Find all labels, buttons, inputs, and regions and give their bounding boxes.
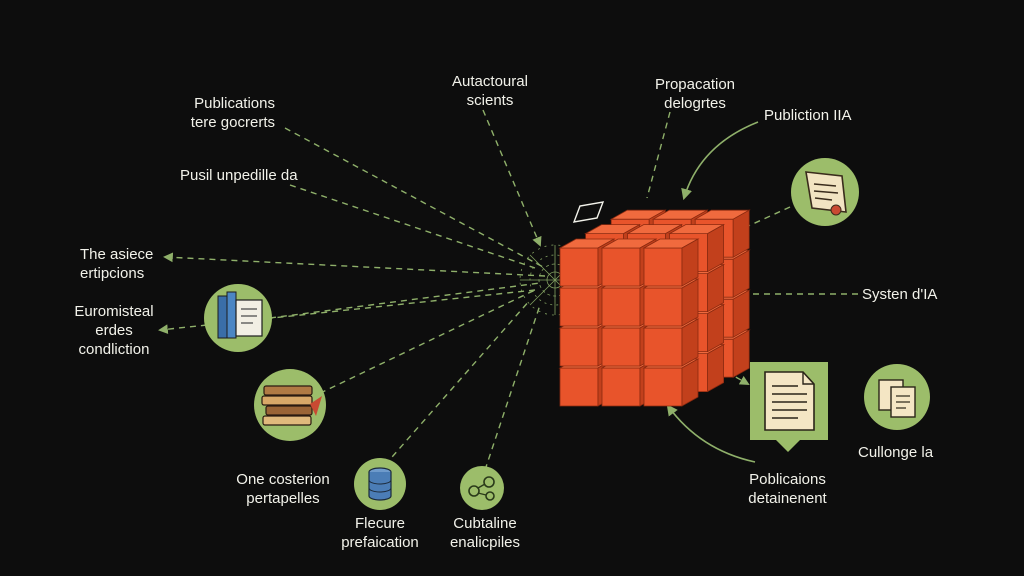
books-document-icon bbox=[204, 284, 272, 352]
certificate-scroll-icon bbox=[791, 158, 859, 226]
label-pusil-line1: Pusil unpedille da bbox=[180, 167, 298, 184]
book-stack-icon bbox=[254, 369, 326, 441]
label-systemia: Systen d'IA bbox=[862, 285, 937, 304]
label-pobicaions-line2: detainenent bbox=[748, 490, 827, 507]
label-asiece: The asiece ertipcions bbox=[80, 245, 153, 283]
label-euromisteal-line1: Euromisteal bbox=[74, 303, 154, 320]
label-flecure-line1: Flecure bbox=[354, 515, 406, 532]
ai-system-block-cube bbox=[558, 209, 751, 407]
cube-block bbox=[642, 238, 700, 287]
label-cubtaline: Cubtaline enalicpiles bbox=[435, 514, 535, 552]
connector-euromisteal bbox=[158, 289, 536, 335]
connector-molecule bbox=[484, 304, 541, 471]
label-costerion-line1: One costerion bbox=[236, 471, 330, 488]
connector-publications bbox=[284, 127, 546, 269]
connector-asiece bbox=[163, 252, 546, 277]
label-cullonge: Cullonge la bbox=[858, 443, 933, 462]
label-publication-ia-line1: Publiction IIA bbox=[764, 107, 852, 124]
connector-books bbox=[269, 282, 541, 319]
cube-block bbox=[642, 318, 700, 367]
connector-database bbox=[384, 299, 531, 466]
frame-marker bbox=[572, 201, 605, 223]
label-publications-gen-line1: Publications bbox=[194, 95, 275, 112]
label-asiece-line2: ertipcions bbox=[80, 265, 145, 282]
label-flecure-line2: prefaication bbox=[341, 534, 419, 551]
label-euromisteal-line3: condliction bbox=[78, 341, 150, 358]
label-autonomous-line2: scients bbox=[466, 92, 514, 109]
connector-autonomous bbox=[482, 109, 542, 247]
label-autonomous-line1: Autactoural bbox=[452, 73, 528, 90]
connector-stack bbox=[309, 289, 536, 399]
label-euromisteal-line2: erdes bbox=[95, 322, 133, 339]
connector-scroll bbox=[721, 206, 791, 239]
curved-arrow-poblicaions bbox=[666, 404, 756, 463]
documents-icon bbox=[864, 364, 930, 430]
label-cullonge-line1: Cullonge la bbox=[858, 444, 934, 461]
label-publication-ia: Publiction IIA bbox=[764, 106, 852, 125]
connector-propagation bbox=[646, 111, 671, 199]
label-propagation: Propacation delogrtes bbox=[640, 75, 750, 113]
label-autonomous: Autactoural scients bbox=[440, 72, 540, 110]
label-costerion: One costerion pertapelles bbox=[218, 470, 348, 508]
curved-arrow-publication-ia bbox=[681, 121, 759, 201]
label-pusil: Pusil unpedille da bbox=[180, 166, 298, 185]
label-propagation-line1: Propacation bbox=[654, 76, 736, 93]
molecule-icon bbox=[460, 466, 504, 510]
label-pobicaions: Poblicaions detainenent bbox=[730, 470, 845, 508]
database-icon bbox=[354, 458, 406, 510]
label-publications-gen: Publications tere gocrerts bbox=[160, 94, 275, 132]
label-asiece-line1: The asiece bbox=[80, 246, 154, 263]
label-systemia-line1: Systen d'IA bbox=[862, 286, 938, 303]
label-flecure: Flecure prefaication bbox=[330, 514, 430, 552]
label-euromisteal: Euromisteal erdes condliction bbox=[64, 302, 164, 359]
label-pobicaions-line1: Poblicaions bbox=[749, 471, 826, 488]
label-costerion-line2: pertapelles bbox=[246, 490, 320, 507]
label-cubtaline-line2: enalicpiles bbox=[449, 534, 521, 551]
label-publications-gen-line2: tere gocrerts bbox=[190, 114, 275, 131]
connector-pusil bbox=[289, 184, 536, 269]
label-cubtaline-line1: Cubtaline bbox=[453, 515, 517, 532]
document-icon bbox=[750, 362, 828, 452]
label-propagation-line2: delogrtes bbox=[664, 95, 726, 112]
